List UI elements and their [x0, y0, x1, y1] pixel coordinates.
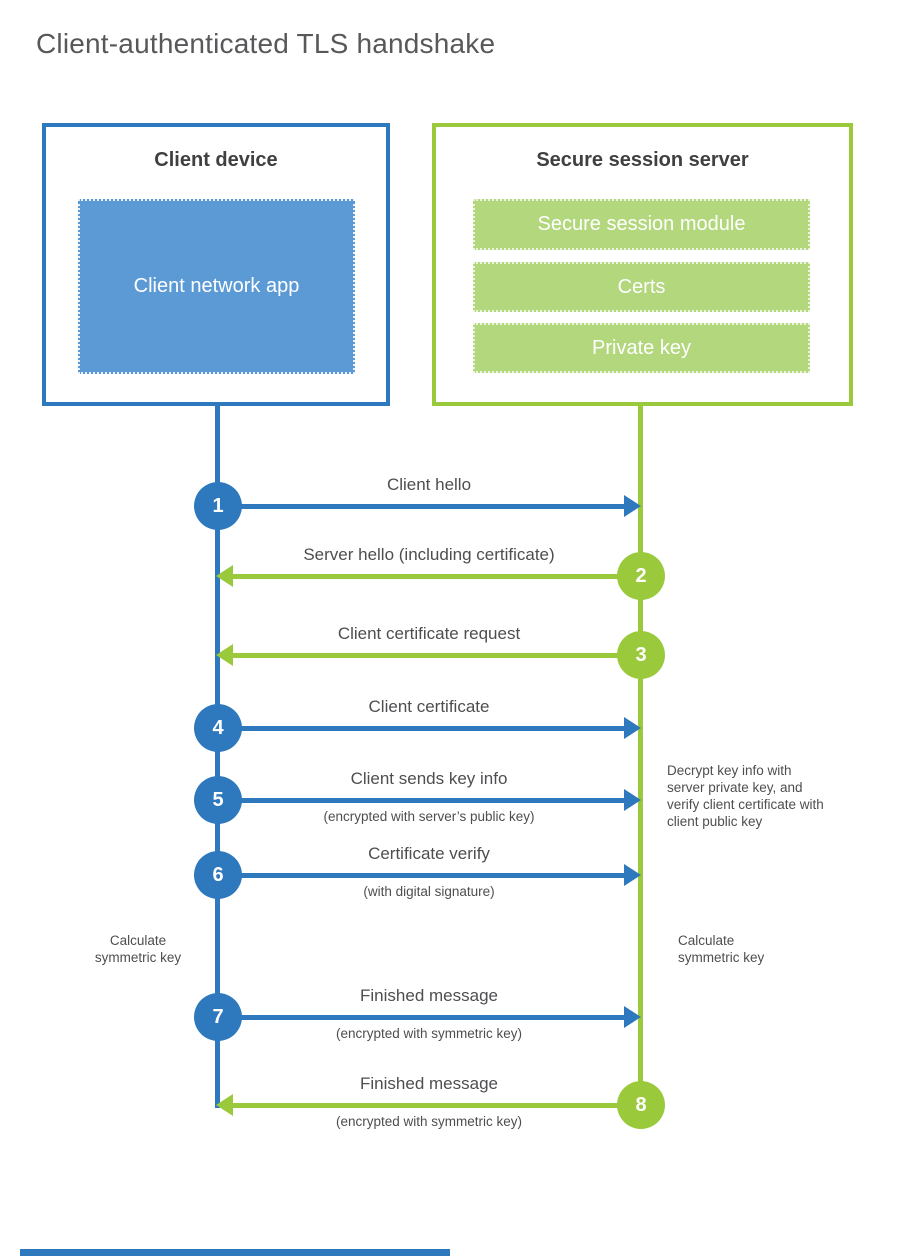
message-label: Client certificate request	[337, 624, 521, 643]
client-device-box: Client device Client network app	[42, 123, 390, 406]
message-sublabel: (encrypted with symmetric key)	[335, 1114, 523, 1129]
message-label: Client certificate	[368, 697, 490, 716]
message-arrow	[240, 504, 626, 509]
message-label: Finished message	[360, 1074, 498, 1093]
message-sublabel: (encrypted with symmetric key)	[335, 1026, 523, 1041]
server-module-secure-session: Secure session module	[473, 199, 810, 250]
step-circle: 2	[617, 552, 665, 600]
message-label: Server hello (including certificate)	[303, 545, 555, 564]
message-arrow	[240, 798, 626, 803]
server-module-certs: Certs	[473, 262, 810, 312]
decrypt-note: Decrypt key info with server private key…	[667, 763, 824, 829]
arrow-left-icon	[216, 565, 233, 587]
calculate-symmetric-key-server: Calculate symmetric key	[678, 933, 765, 965]
message-label: Finished message	[360, 986, 498, 1005]
arrow-right-icon	[624, 495, 641, 517]
server-module-private-key: Private key	[473, 323, 810, 373]
message-label: Certificate verify	[368, 844, 490, 863]
client-lifeline	[215, 405, 220, 1108]
secure-session-server-box: Secure session server Secure session mod…	[432, 123, 853, 406]
secure-session-server-title: Secure session server	[536, 149, 749, 171]
partial-footer-bar	[20, 1249, 450, 1256]
message-sublabel: (with digital signature)	[363, 884, 495, 899]
arrow-left-icon	[216, 1094, 233, 1116]
step-circle: 1	[194, 482, 242, 530]
calculate-symmetric-key-client: Calculate symmetric key	[94, 933, 182, 965]
message-arrow	[240, 873, 626, 878]
step-circle: 3	[617, 631, 665, 679]
server-lifeline	[638, 405, 643, 1105]
message-label: Client hello	[386, 475, 472, 494]
step-circle: 4	[194, 704, 242, 752]
step-circle: 8	[617, 1081, 665, 1129]
client-network-app-box: Client network app	[78, 199, 355, 374]
client-device-title: Client device	[154, 149, 278, 171]
message-arrow	[240, 1015, 626, 1020]
step-circle: 7	[194, 993, 242, 1041]
message-sublabel: (encrypted with server’s public key)	[323, 809, 535, 824]
arrow-left-icon	[216, 644, 233, 666]
arrow-right-icon	[624, 1006, 641, 1028]
arrow-right-icon	[624, 717, 641, 739]
message-arrow	[240, 726, 626, 731]
page-title: Client-authenticated TLS handshake	[36, 28, 496, 59]
message-arrow	[232, 1103, 618, 1108]
arrow-right-icon	[624, 864, 641, 886]
arrow-right-icon	[624, 789, 641, 811]
message-arrow	[232, 574, 618, 579]
step-circle: 6	[194, 851, 242, 899]
step-circle: 5	[194, 776, 242, 824]
message-arrow	[232, 653, 618, 658]
message-label: Client sends key info	[350, 769, 508, 788]
